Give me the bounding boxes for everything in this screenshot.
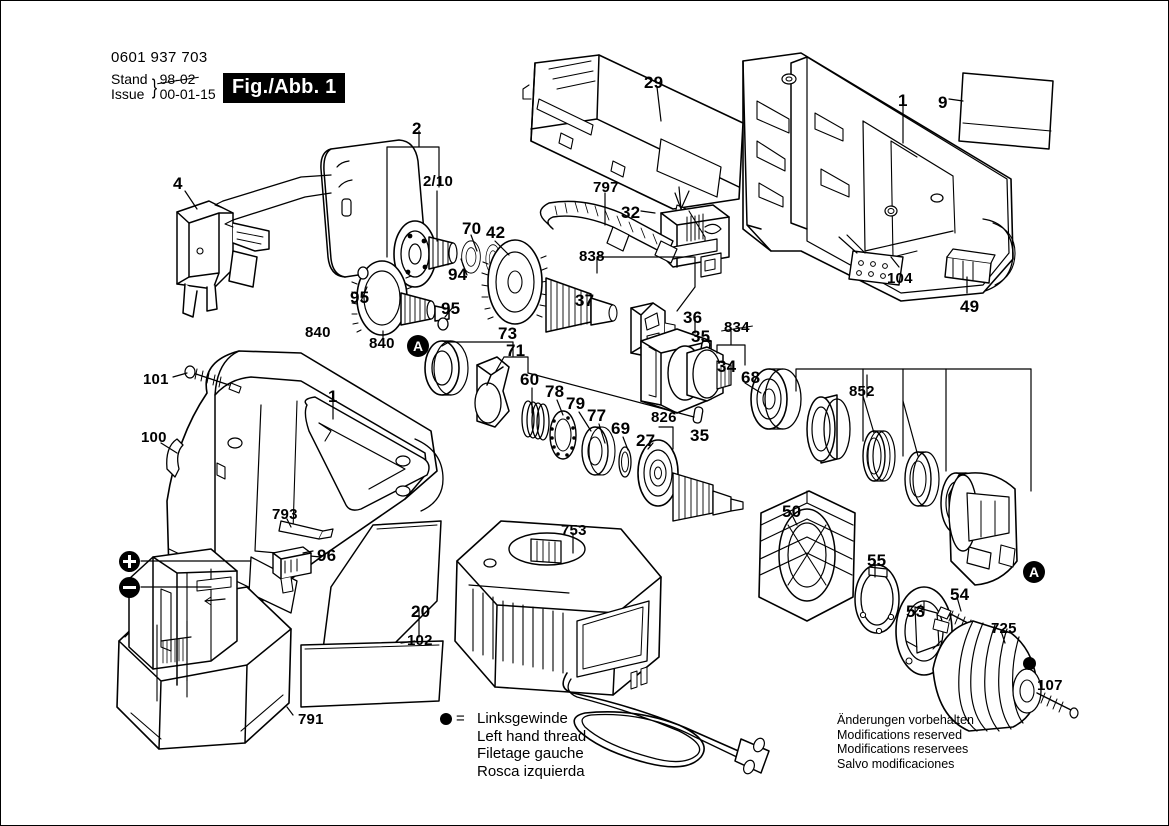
- issue-label: Issue: [111, 86, 145, 102]
- callout-102: 102: [407, 632, 433, 649]
- callout-104: 104: [887, 270, 913, 287]
- callout-852: 852: [849, 383, 875, 400]
- callout-20: 20: [411, 602, 431, 621]
- callout-49: 49: [960, 297, 980, 316]
- battery-minus-terminal: [119, 577, 140, 598]
- stand-label: Stand: [111, 71, 148, 87]
- strap-797: [539, 200, 678, 264]
- callout-78: 78: [545, 382, 565, 401]
- callout-60: 60: [520, 370, 540, 389]
- stand-value-struck: 98-02: [159, 71, 196, 87]
- callout-4: 4: [173, 174, 183, 193]
- callout-35: 35: [691, 327, 711, 346]
- callout-69: 69: [611, 419, 631, 438]
- housing-left-half: [166, 350, 444, 614]
- legend-line-de: Linksgewinde: [477, 710, 568, 727]
- callout-9: 9: [938, 93, 948, 112]
- callout-94: 94: [448, 265, 468, 284]
- legend-line-fr: Filetage gauche: [477, 745, 584, 762]
- gear-ring-50: [758, 490, 856, 622]
- nose-cap: [948, 472, 1018, 586]
- callout-77: 77: [587, 406, 607, 425]
- charger-753: [454, 520, 770, 775]
- callout-1: 1: [898, 91, 908, 110]
- reference-marker-a-right: A: [1023, 561, 1045, 583]
- chuck-725: [932, 620, 1079, 732]
- callout-27: 27: [636, 431, 656, 450]
- washer-stack: [424, 340, 744, 522]
- clutch-hub-34: [686, 346, 732, 402]
- notice-line-de: Änderungen vorbehalten: [837, 713, 974, 727]
- callout-840: 840: [305, 324, 331, 341]
- callout-68: 68: [741, 368, 761, 387]
- callout-100: 100: [141, 429, 167, 446]
- retaining-ring-55: [854, 564, 900, 635]
- callout-2: 2: [412, 119, 422, 138]
- callout-725: 725: [991, 620, 1017, 637]
- callout-95: 95: [441, 299, 461, 318]
- callout-37: 37: [575, 291, 595, 310]
- plate-20: [300, 640, 444, 708]
- callout-50: 50: [782, 502, 802, 521]
- legend-line-es: Rosca izquierda: [477, 762, 585, 780]
- left-hand-thread-marker: [1023, 657, 1036, 670]
- callout-36: 36: [683, 308, 703, 327]
- gear-train: [351, 239, 676, 358]
- callout-107: 107: [1037, 677, 1063, 694]
- callout-753: 753: [561, 522, 587, 539]
- housing-right-half: [742, 52, 1054, 302]
- leader-lines: [160, 86, 1006, 716]
- callout-34: 34: [717, 357, 737, 376]
- modifications-notice: Änderungen vorbehalten Modifications res…: [837, 713, 974, 771]
- motor-assembly: [320, 139, 501, 288]
- callout-32: 32: [621, 203, 641, 222]
- callout-2-10: 2/10: [423, 173, 453, 190]
- callout-797: 797: [593, 179, 619, 196]
- legend-equals: =: [456, 710, 465, 727]
- battery-plus-terminal: [119, 551, 140, 572]
- callout-54: 54: [950, 585, 970, 604]
- callout-29: 29: [644, 73, 664, 92]
- battery-pack-29: [522, 54, 744, 222]
- callout-1: 1: [328, 387, 338, 406]
- notice-line-es: Salvo modificaciones: [837, 756, 955, 771]
- notice-line-en: Modifications reserved: [837, 727, 963, 742]
- figure-label: Fig./Abb. 1: [223, 73, 346, 103]
- brace-glyph: }: [151, 75, 157, 99]
- left-hand-thread-legend: = Linksgewinde Left hand thread Filetage…: [440, 710, 587, 780]
- battery-791: [116, 548, 292, 750]
- callout-42: 42: [486, 223, 506, 242]
- reference-marker-a-left: A: [407, 335, 429, 357]
- callout-73: 73: [498, 324, 518, 343]
- title-block: 0601 937 703 Stand Issue } 98-02 00-01-1…: [111, 49, 216, 102]
- leader-852: [795, 368, 1032, 492]
- brush-holder: [176, 174, 332, 318]
- notice-line-fr: Modifications reservees: [837, 742, 969, 756]
- callout-101: 101: [143, 371, 169, 388]
- callout-793: 793: [272, 506, 298, 523]
- callout-791: 791: [298, 711, 324, 728]
- legend-bullet-icon: [440, 713, 452, 725]
- callout-834: 834: [724, 319, 750, 336]
- callout-826: 826: [651, 409, 677, 426]
- leaders-washers: [441, 341, 695, 451]
- part-number: 0601 937 703: [111, 49, 208, 66]
- issue-value: 00-01-15: [159, 86, 216, 102]
- callout-79: 79: [566, 394, 586, 413]
- callout-70: 70: [462, 219, 482, 238]
- callout-95: 95: [350, 288, 370, 307]
- callout-35: 35: [690, 426, 710, 445]
- callout-96: 96: [317, 546, 337, 565]
- callout-838: 838: [579, 248, 605, 265]
- callout-53: 53: [906, 602, 926, 621]
- callout-71: 71: [506, 341, 526, 360]
- callout-840: 840: [369, 335, 395, 352]
- callout-55: 55: [867, 551, 887, 570]
- legend-line-en: Left hand thread: [477, 727, 587, 745]
